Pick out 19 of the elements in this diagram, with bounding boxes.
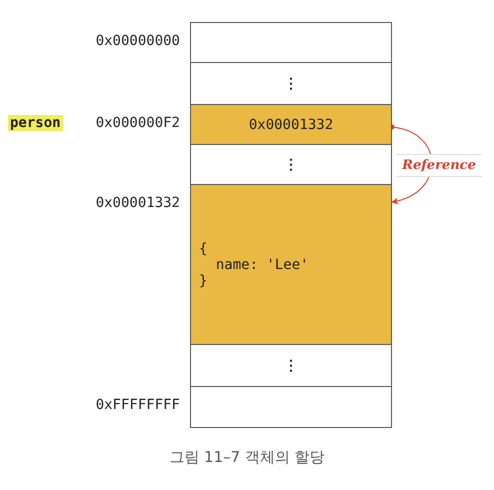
memory-address: 0x00000000 xyxy=(96,33,180,49)
memory-cell xyxy=(190,144,392,186)
memory-cell xyxy=(190,62,392,106)
memory-address: 0x00001332 xyxy=(96,195,180,211)
memory-cell xyxy=(190,344,392,388)
variable-name: person xyxy=(8,115,63,131)
figure-caption: 그림 11–7 객체의 할당 xyxy=(168,448,326,467)
memory-address: 0xFFFFFFFF xyxy=(96,397,180,413)
ellipsis: ⋮ xyxy=(284,156,298,174)
memory-cell xyxy=(190,184,392,346)
memory-cell xyxy=(190,104,392,146)
memory-cell xyxy=(190,386,392,428)
address-value: 0x00001332 xyxy=(248,116,334,133)
object-literal: { name: 'Lee' } xyxy=(199,240,309,289)
memory-address: 0x000000F2 xyxy=(96,115,180,131)
edge-label: Reference xyxy=(396,154,482,176)
memory-cell xyxy=(190,22,392,64)
ellipsis: ⋮ xyxy=(284,75,298,92)
ellipsis: ⋮ xyxy=(284,357,298,374)
